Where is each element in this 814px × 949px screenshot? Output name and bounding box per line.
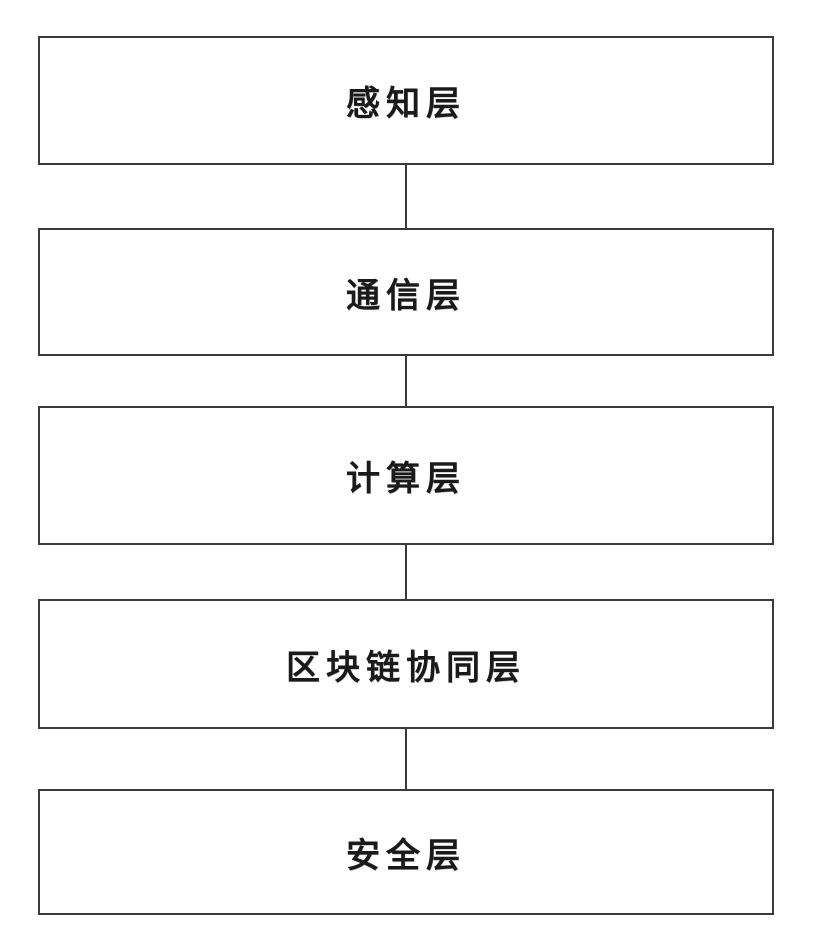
connector-computation-to-blockchain — [405, 545, 407, 599]
layer-label-security: 安全层 — [346, 835, 466, 876]
layer-label-blockchain-collaboration: 区块链协同层 — [286, 647, 526, 688]
layer-label-computation: 计算层 — [346, 459, 466, 499]
layer-label-communication: 通信层 — [346, 275, 466, 316]
layer-box-computation: 计算层 — [38, 406, 774, 545]
layer-box-communication: 通信层 — [38, 228, 774, 356]
connector-blockchain-to-security — [405, 729, 407, 789]
connector-communication-to-computation — [405, 356, 407, 406]
connector-perception-to-communication — [405, 165, 407, 228]
layer-label-perception: 感知层 — [346, 84, 466, 124]
layer-box-blockchain-collaboration: 区块链协同层 — [38, 599, 774, 729]
layer-box-security: 安全层 — [38, 789, 774, 915]
layer-box-perception: 感知层 — [38, 36, 774, 165]
